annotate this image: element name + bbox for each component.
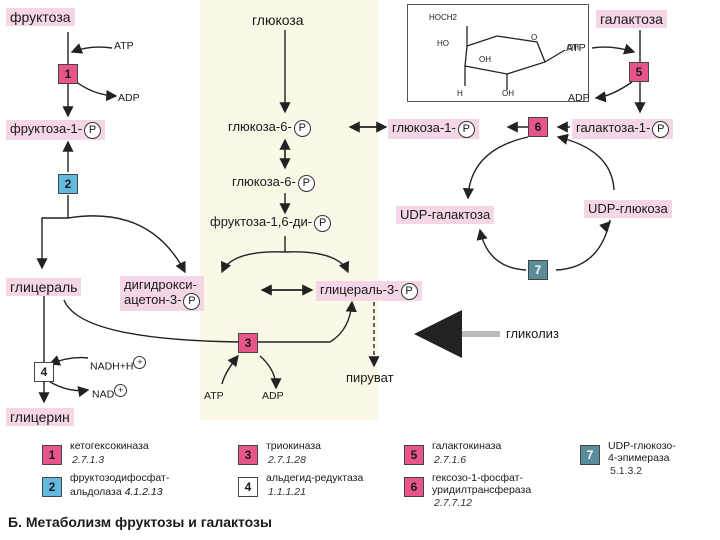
adp-5: ADP (568, 92, 590, 104)
legend-num-4: 4 (238, 477, 258, 497)
phosphate-icon: P (297, 175, 315, 192)
phosphate-icon: P (652, 121, 670, 138)
nad-label: NAD (92, 388, 115, 401)
enzyme-box-7: 7 (528, 260, 548, 280)
metabolite-pyruvate: пируват (346, 370, 394, 385)
struct-oh-right: OH (567, 43, 579, 52)
legend-num-7: 7 (580, 445, 600, 465)
legend-ec-3: 2.7.1.28 (268, 454, 306, 466)
nadh: NADH+H+ (90, 356, 147, 373)
nadh-label: NADH+H (90, 360, 134, 373)
metabolite-glycerol: глицерин (6, 408, 74, 426)
legend-name-6: гексозо-1-фосфат- (432, 472, 523, 484)
struct-ch2oh: HOCH2 (429, 13, 458, 22)
legend-ec-5: 2.7.1.6 (434, 454, 467, 466)
metabolite-glucose-6p-b: глюкоза-6-P (232, 174, 315, 192)
enzyme-box-5: 5 (629, 62, 649, 82)
glucose-6p-b-label: глюкоза-6- (232, 174, 296, 189)
legend-num-1: 1 (42, 445, 62, 465)
enzyme-box-3: 3 (238, 333, 258, 353)
struct-ho: HO (437, 39, 449, 48)
fructose-1p-label: фруктоза-1- (10, 121, 83, 136)
metabolite-fructose: фруктоза (6, 8, 75, 26)
galactose-1p-label: галактоза-1- (576, 120, 651, 135)
struct-oh-bottom: OH (502, 89, 514, 98)
legend-ec-6: 2.7.7.12 (434, 497, 472, 509)
phosphate-icon: P (183, 293, 201, 310)
atp-5: ATP (566, 42, 586, 54)
legend-name-2b: альдолаза 4.1.2.13 (70, 486, 163, 498)
metabolite-dhap: дигидрокси- ацетон-3-P (120, 276, 205, 311)
metabolite-glucose-1p: глюкоза-1-P (388, 119, 479, 139)
glycolysis-label: гликолиз (506, 326, 559, 341)
legend-name-7b: 4-эпимераза (608, 452, 670, 464)
plus-icon: + (114, 384, 128, 397)
metabolite-fructose-1p: фруктоза-1-P (6, 120, 106, 140)
galactose-structure: HOCH2 HO O OH OH OH H (429, 13, 579, 98)
legend-name-3: триокиназа (266, 440, 321, 452)
struct-o: O (531, 33, 537, 42)
figure-caption: Б. Метаболизм фруктозы и галактозы (8, 514, 272, 530)
nad: NAD+ (92, 384, 128, 401)
struct-h: H (457, 89, 463, 98)
enzyme-box-1: 1 (58, 64, 78, 84)
legend-name-2: фруктозодифосфат- (70, 472, 170, 484)
metabolite-glucose-6p-a: глюкоза-6-P (228, 119, 311, 137)
phosphate-icon: P (457, 121, 475, 138)
metabolite-udp-galactose: UDP-галактоза (396, 206, 495, 224)
phosphate-icon: P (314, 215, 332, 232)
atp-3: ATP (204, 390, 224, 402)
metabolite-fructose-16bp: фруктоза-1,6-ди-P (210, 214, 332, 232)
metabolite-galactose-1p: галактоза-1-P (572, 119, 674, 139)
metabolite-udp-glucose: UDP-глюкоза (584, 200, 672, 218)
legend-num-3: 3 (238, 445, 258, 465)
phosphate-icon: P (293, 120, 311, 137)
dhap-line2: ацетон-3- (124, 292, 182, 307)
atp-1: ATP (114, 40, 134, 52)
enzyme-box-2: 2 (58, 174, 78, 194)
glucose-1p-label: глюкоза-1- (392, 120, 456, 135)
metabolite-glucose: глюкоза (252, 12, 304, 28)
enzyme-box-4: 4 (34, 362, 54, 382)
legend-ec-1: 2.7.1.3 (72, 454, 105, 466)
plus-icon: + (133, 356, 147, 369)
legend-name-4: альдегид-редуктаза (266, 472, 364, 484)
galactose-structure-box (407, 4, 589, 102)
glucose-6p-a-label: глюкоза-6- (228, 119, 292, 134)
phosphate-icon: P (400, 283, 418, 300)
legend-num-6: 6 (404, 477, 424, 497)
legend-ec-4: 1.1.1.21 (268, 486, 306, 498)
phosphate-icon: P (84, 122, 102, 139)
ga3p-label: глицераль-3- (320, 282, 399, 297)
legend-name-1: кетогексокиназа (70, 440, 149, 452)
metabolite-glyceraldehyde: глицераль (6, 278, 82, 296)
legend-name-2-line2: альдолаза (70, 486, 122, 498)
enzyme-box-6: 6 (528, 117, 548, 137)
legend-ec-2: 4.1.2.13 (124, 486, 163, 498)
legend-num-5: 5 (404, 445, 424, 465)
struct-oh-mid: OH (479, 55, 491, 64)
legend-name-5: галактокиназа (432, 440, 502, 452)
legend-ec-7: 5.1.3.2 (610, 465, 643, 477)
dhap-line1: дигидрокси- (124, 277, 197, 292)
legend-name-7: UDP-глюкозо- (608, 440, 676, 452)
metabolite-galactose: галактоза (596, 10, 667, 28)
legend-name-6b: уридилтрансфераза (432, 484, 532, 496)
metabolite-ga3p: глицераль-3-P (316, 281, 422, 301)
fructose-16bp-label: фруктоза-1,6-ди- (210, 214, 313, 229)
adp-3: ADP (262, 390, 284, 402)
legend-num-2: 2 (42, 477, 62, 497)
adp-1: ADP (118, 92, 140, 104)
